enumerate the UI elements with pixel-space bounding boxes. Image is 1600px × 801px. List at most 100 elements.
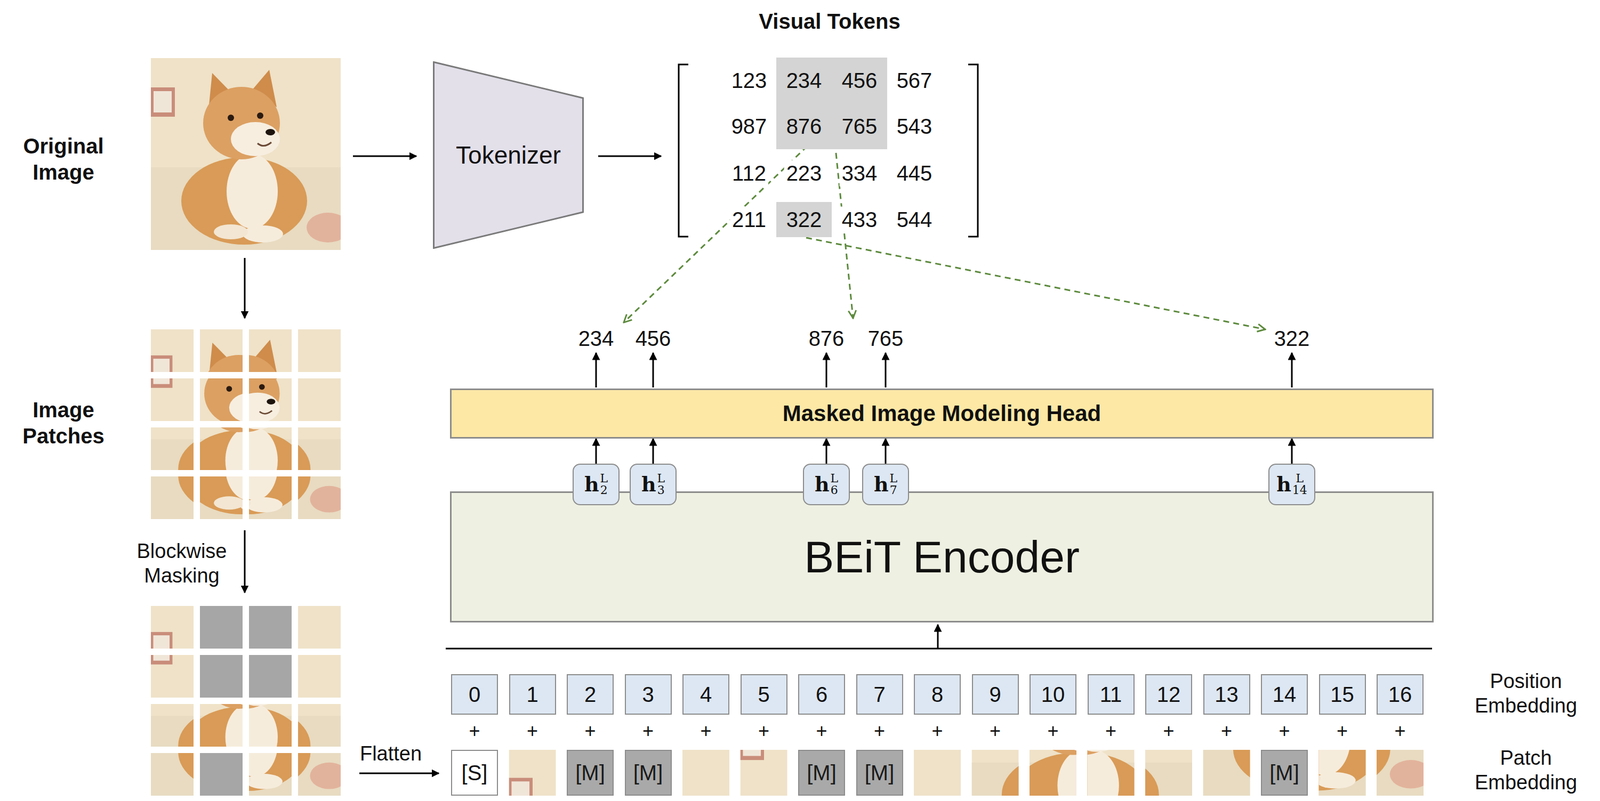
- token-id: 543: [894, 113, 935, 140]
- patch-image: [1203, 612, 1400, 797]
- state-symbol: h: [1276, 474, 1292, 495]
- masked-patch: [199, 753, 243, 797]
- node-text: 14: [1272, 682, 1297, 707]
- token-cell: 456: [831, 57, 888, 104]
- text-wrap: 12: [1156, 682, 1181, 707]
- original-image: [150, 58, 350, 251]
- token-id: 334: [839, 160, 880, 187]
- text-wrap: [M]: [806, 761, 837, 786]
- predicted-token: 456: [633, 325, 674, 352]
- patch-image: [541, 750, 738, 801]
- node-text: 7: [873, 682, 886, 707]
- layer-superscript: L: [657, 472, 666, 485]
- arrow-connector: [595, 438, 598, 464]
- patch-image: [1004, 658, 1201, 801]
- text-wrap: 0: [468, 682, 481, 707]
- target-arrow: [806, 237, 1266, 330]
- image-patch: [1235, 612, 1433, 797]
- node-text: 234: [786, 68, 823, 93]
- text-wrap: [M]: [1269, 761, 1300, 786]
- node-text: 6: [815, 682, 828, 707]
- node-text: BEiT Encoder: [803, 531, 1080, 584]
- mask-token-box: [M]: [566, 750, 614, 797]
- predicted-token: 876: [806, 325, 847, 352]
- text-wrap: hL3: [641, 472, 665, 497]
- image-patch: [170, 625, 349, 797]
- position-subscript: 3: [657, 484, 666, 497]
- text-wrap: 1: [526, 682, 538, 707]
- token-id: 223: [784, 160, 825, 187]
- position-box: 10: [1029, 674, 1077, 715]
- text-wrap: [M]: [575, 761, 606, 786]
- hidden-state-box: hL2: [572, 463, 620, 506]
- position-box: 12: [1145, 674, 1193, 715]
- plus-sign: +: [526, 719, 538, 744]
- section-label: Image Patches: [6, 397, 122, 450]
- text-wrap: hL2: [584, 472, 608, 497]
- image-patch: [740, 704, 937, 801]
- node-text: Masked Image Modeling Head: [782, 400, 1101, 427]
- plus-sign: +: [1105, 719, 1117, 744]
- output-arrow: [652, 352, 655, 388]
- node-text: [M]: [633, 761, 664, 786]
- plus-sign: +: [642, 719, 654, 744]
- text-wrap: BEiT Encoder: [803, 531, 1080, 584]
- patch-image: [170, 348, 349, 520]
- masked-patch: [248, 606, 292, 649]
- output-arrow: [595, 352, 598, 388]
- node-text: 322: [786, 207, 823, 232]
- image-patch: [509, 750, 706, 801]
- node-text: [M]: [864, 761, 895, 786]
- patch-image: [740, 704, 937, 801]
- position-subscript: 14: [1292, 484, 1308, 497]
- position-subscript: 6: [830, 484, 839, 497]
- state-symbol: h: [873, 474, 889, 495]
- flow-arrow: [598, 155, 662, 158]
- image-patch: [1004, 658, 1201, 801]
- mask-token-box: [M]: [1260, 750, 1308, 797]
- text-wrap: 8: [931, 682, 944, 707]
- target-arrow: [623, 97, 859, 323]
- node-text: 2: [584, 682, 597, 707]
- image-patch: [170, 348, 349, 520]
- position-box: 2: [566, 674, 614, 715]
- text-wrap: 456: [841, 68, 878, 93]
- image-patch: [541, 750, 738, 801]
- text-wrap: 13: [1214, 682, 1239, 707]
- hidden-state-box: hL7: [862, 463, 910, 506]
- position-box: 7: [856, 674, 904, 715]
- token-id: 123: [729, 67, 770, 94]
- text-wrap: 6: [815, 682, 828, 707]
- mask-token-box: [M]: [856, 750, 904, 797]
- index-stack: L6: [830, 472, 839, 497]
- masked-patch: [199, 655, 243, 698]
- node-text: 9: [989, 682, 1001, 707]
- token-id: 445: [894, 160, 935, 187]
- position-box: 6: [798, 674, 846, 715]
- text-wrap: [M]: [864, 761, 895, 786]
- node-text: 13: [1214, 682, 1239, 707]
- token-id: 211: [729, 206, 769, 233]
- flow-arrow: [359, 773, 439, 775]
- patch-grid: [150, 329, 349, 520]
- text-wrap: 9: [989, 682, 1001, 707]
- head-bar: Masked Image Modeling Head: [449, 388, 1434, 439]
- index-stack: L3: [657, 472, 666, 497]
- state-symbol: h: [641, 474, 657, 495]
- node-text: [S]: [461, 761, 488, 786]
- masked-patch: [248, 655, 292, 698]
- flow-arrow: [352, 155, 417, 158]
- index-stack: L14: [1292, 472, 1308, 497]
- token-id: 544: [894, 206, 935, 233]
- arrow-connector: [652, 438, 655, 464]
- node-text: 10: [1041, 682, 1066, 707]
- node-text: 16: [1388, 682, 1413, 707]
- plus-sign: +: [468, 719, 480, 744]
- text-wrap: hL14: [1276, 472, 1308, 497]
- flow-arrow: [244, 530, 246, 593]
- node-text: 4: [700, 682, 712, 707]
- special-token-box: [S]: [451, 750, 498, 797]
- position-box: 16: [1376, 674, 1424, 715]
- patch-image: [773, 704, 970, 801]
- text-wrap: 765: [841, 114, 878, 139]
